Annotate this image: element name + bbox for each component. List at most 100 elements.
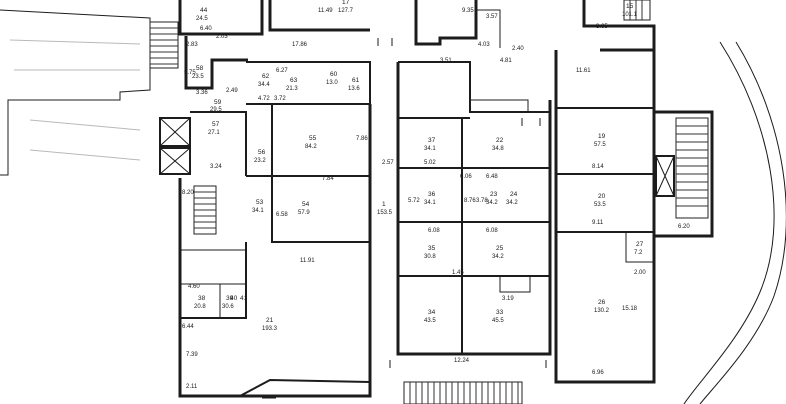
room-24-id: 24 — [510, 191, 518, 198]
dim-label: 2.00 — [634, 270, 646, 276]
room-37-id: 37 — [428, 137, 436, 144]
dim-label: 2.83 — [186, 42, 198, 48]
dim-label: 4.03 — [478, 42, 490, 48]
dim-label: 6.27 — [276, 68, 288, 74]
room-58-area: 23.5 — [192, 74, 204, 80]
room-59-id: 59 — [214, 99, 222, 106]
room-54-id: 54 — [302, 201, 310, 208]
room-24-area: 34.2 — [506, 200, 518, 206]
dim-label: 2.40 — [512, 46, 524, 52]
room-62-area: 34.4 — [258, 82, 270, 88]
dim-label: 5.72 — [408, 198, 420, 204]
room-36-area: 34.1 — [424, 200, 436, 206]
dim-label: 4.72 — [258, 96, 270, 102]
dim-label: 3.78 — [476, 198, 488, 204]
dim-label: 12.24 — [454, 358, 470, 364]
room-22-id: 22 — [496, 137, 504, 144]
dim-label: 2.11 — [186, 384, 198, 390]
dim-label: 7.39 — [186, 352, 198, 358]
wall-markers — [262, 38, 547, 399]
dim-label: 11.91 — [300, 258, 315, 264]
room-34-area: 43.5 — [424, 318, 436, 324]
room-38-id: 38 — [198, 295, 206, 302]
room-21-area: 193.3 — [262, 326, 278, 332]
dim-label: 11.49 — [318, 8, 333, 14]
room-26-area: 130.2 — [594, 308, 610, 314]
room-44-id: 44 — [200, 7, 208, 14]
room-26-id: 26 — [598, 299, 606, 306]
room-53-id: 53 — [256, 199, 264, 206]
room-25-id: 25 — [496, 245, 504, 252]
dim-label: 9.35 — [462, 8, 474, 14]
dim-label: 8.20 — [182, 190, 194, 196]
room-labels: 55 84.2 54 57.9 53 34.1 56 23.2 57 27.1 … — [192, 0, 644, 332]
room-19-id: 19 — [598, 133, 606, 140]
room-23-id: 23 — [490, 191, 498, 198]
room-58-id: 58 — [196, 65, 204, 72]
room-33-id: 33 — [496, 309, 504, 316]
dim-label: 5.02 — [424, 160, 436, 166]
room-1-area: 153.5 — [377, 210, 393, 216]
dim-label: 6.96 — [592, 370, 604, 376]
room-59-area: 29.5 — [210, 107, 222, 113]
dim-label: 8.14 — [592, 164, 604, 170]
dim-label: 6.08 — [486, 228, 498, 234]
room-20-id: 20 — [598, 193, 606, 200]
dim-label: 5.75 — [184, 70, 196, 76]
room-20-area: 53.5 — [594, 202, 606, 208]
room-39-area: 30.6 — [222, 304, 234, 310]
room-19-area: 57.5 — [594, 142, 606, 148]
dim-label: 11.61 — [576, 68, 591, 74]
dim-label: 3.65 — [596, 24, 608, 30]
room-57-area: 27.1 — [208, 130, 220, 136]
ramp-right — [683, 41, 786, 404]
dim-label: 17.86 — [292, 42, 308, 48]
room-61-id: 61 — [352, 77, 360, 84]
room-1-id: 1 — [382, 201, 386, 208]
bottom-left-curve — [180, 378, 371, 397]
room-15-id: 15 — [626, 3, 634, 10]
dim-label: 15.18 — [622, 306, 638, 312]
room-62-id: 62 — [262, 73, 270, 80]
dim-label: 6.06 — [460, 174, 472, 180]
dim-label: 4.60 — [188, 284, 200, 290]
room-17-id: 17 — [342, 0, 350, 6]
stair-top-left — [149, 21, 179, 69]
room-27-id: 27 — [636, 241, 644, 248]
room-44-area: 24.5 — [196, 16, 208, 22]
room-60-id: 60 — [330, 71, 338, 78]
room-40-id: 40 — [230, 295, 238, 302]
room-34-id: 34 — [428, 309, 436, 316]
room-56-area: 23.2 — [254, 158, 266, 164]
elevator-left — [159, 117, 191, 175]
dim-label: 7.86 — [356, 136, 368, 142]
dim-label: 8.76 — [464, 198, 476, 204]
dim-label: 3.19 — [502, 296, 514, 302]
dim-label: 2.49 — [226, 88, 238, 94]
stair-right — [655, 117, 709, 219]
room-60-area: 13.0 — [326, 80, 338, 86]
dim-label: 3.72 — [274, 96, 286, 102]
room-35-area: 30.8 — [424, 254, 436, 260]
room-38-area: 20.8 — [194, 304, 206, 310]
stair-bottom-center — [403, 381, 523, 404]
dim-label: 2.03 — [216, 34, 228, 40]
room-21-id: 21 — [266, 317, 274, 324]
room-35-id: 35 — [428, 245, 436, 252]
dim-label: 1.45 — [452, 270, 464, 276]
room-63-area: 21.3 — [286, 86, 298, 92]
room-17-area: 127.7 — [338, 8, 354, 14]
dim-label: 3.51 — [440, 58, 452, 64]
room-39-id: 39 — [226, 295, 234, 302]
room-37-area: 34.1 — [424, 146, 436, 152]
room-61-area: 13.6 — [348, 86, 360, 92]
room-53-area: 34.1 — [252, 208, 264, 214]
room-54-area: 57.9 — [298, 210, 310, 216]
dim-label: 4.81 — [500, 58, 512, 64]
room-23-area: 34.2 — [486, 200, 498, 206]
room-27-area: 7.2 — [634, 250, 643, 256]
dimension-labels: 17.86 11.91 11.61 8.14 9.11 2.57 6.08 6.… — [182, 8, 690, 390]
dim-label: 6.20 — [678, 224, 690, 230]
room-55-id: 55 — [309, 135, 317, 142]
